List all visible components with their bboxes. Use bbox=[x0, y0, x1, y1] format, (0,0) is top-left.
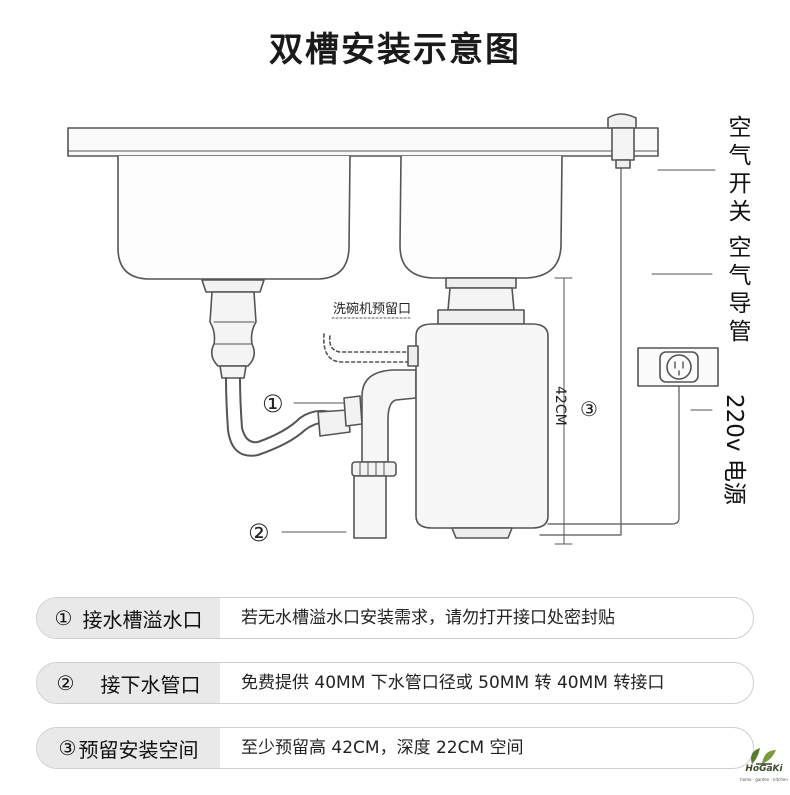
drain-pipe bbox=[351, 461, 397, 477]
air-tube-label: 空 气 导 管 bbox=[728, 235, 752, 345]
marker-1: ① bbox=[262, 390, 284, 418]
brand-name: HoGaKi bbox=[745, 764, 783, 774]
right-sink-bowl bbox=[399, 155, 563, 279]
power-outlet bbox=[637, 347, 719, 387]
legend-text-3: 至少预留高 42CM，深度 22CM 空间 bbox=[241, 738, 524, 758]
power-label: 220v 电源 bbox=[721, 394, 747, 505]
marker-2: ② bbox=[248, 519, 270, 547]
marker-3: ③ bbox=[580, 397, 598, 421]
left-drain-strainer bbox=[201, 279, 265, 293]
left-sink-bowl bbox=[117, 155, 351, 280]
brand-tagline: home · garden · kitchen bbox=[740, 777, 788, 782]
brand-logo: HoGaKi home · garden · kitchen bbox=[738, 744, 790, 788]
air-tube bbox=[539, 167, 622, 536]
dishwasher-port-pipe bbox=[328, 335, 417, 353]
disposer-flange bbox=[445, 277, 517, 289]
air-switch-button bbox=[607, 113, 637, 129]
page-title: 双槽安装示意图 bbox=[269, 30, 521, 70]
installation-diagram: 洗碗机预留口 42CM ③ ① ② bbox=[67, 113, 719, 547]
overflow-connector bbox=[317, 409, 351, 437]
air-switch-label: 空 气 开 关 bbox=[728, 115, 752, 225]
overflow-hose bbox=[225, 377, 331, 457]
disposer-body bbox=[415, 323, 549, 529]
power-cable bbox=[547, 385, 680, 525]
height-dimension-label: 42CM bbox=[552, 386, 568, 426]
legend-text-1: 若无水槽溢水口安装需求，请勿打开接口处密封贴 bbox=[241, 608, 615, 628]
dishwasher-port-label: 洗碗机预留口 bbox=[333, 301, 411, 317]
leaf-icon bbox=[751, 748, 776, 765]
countertop bbox=[67, 127, 659, 157]
discharge-elbow bbox=[361, 369, 417, 463]
legend-text-2: 免费提供 40MM 下水管口径或 50MM 转 40MM 转接口 bbox=[241, 673, 665, 693]
left-drain-tailpiece bbox=[209, 291, 257, 367]
